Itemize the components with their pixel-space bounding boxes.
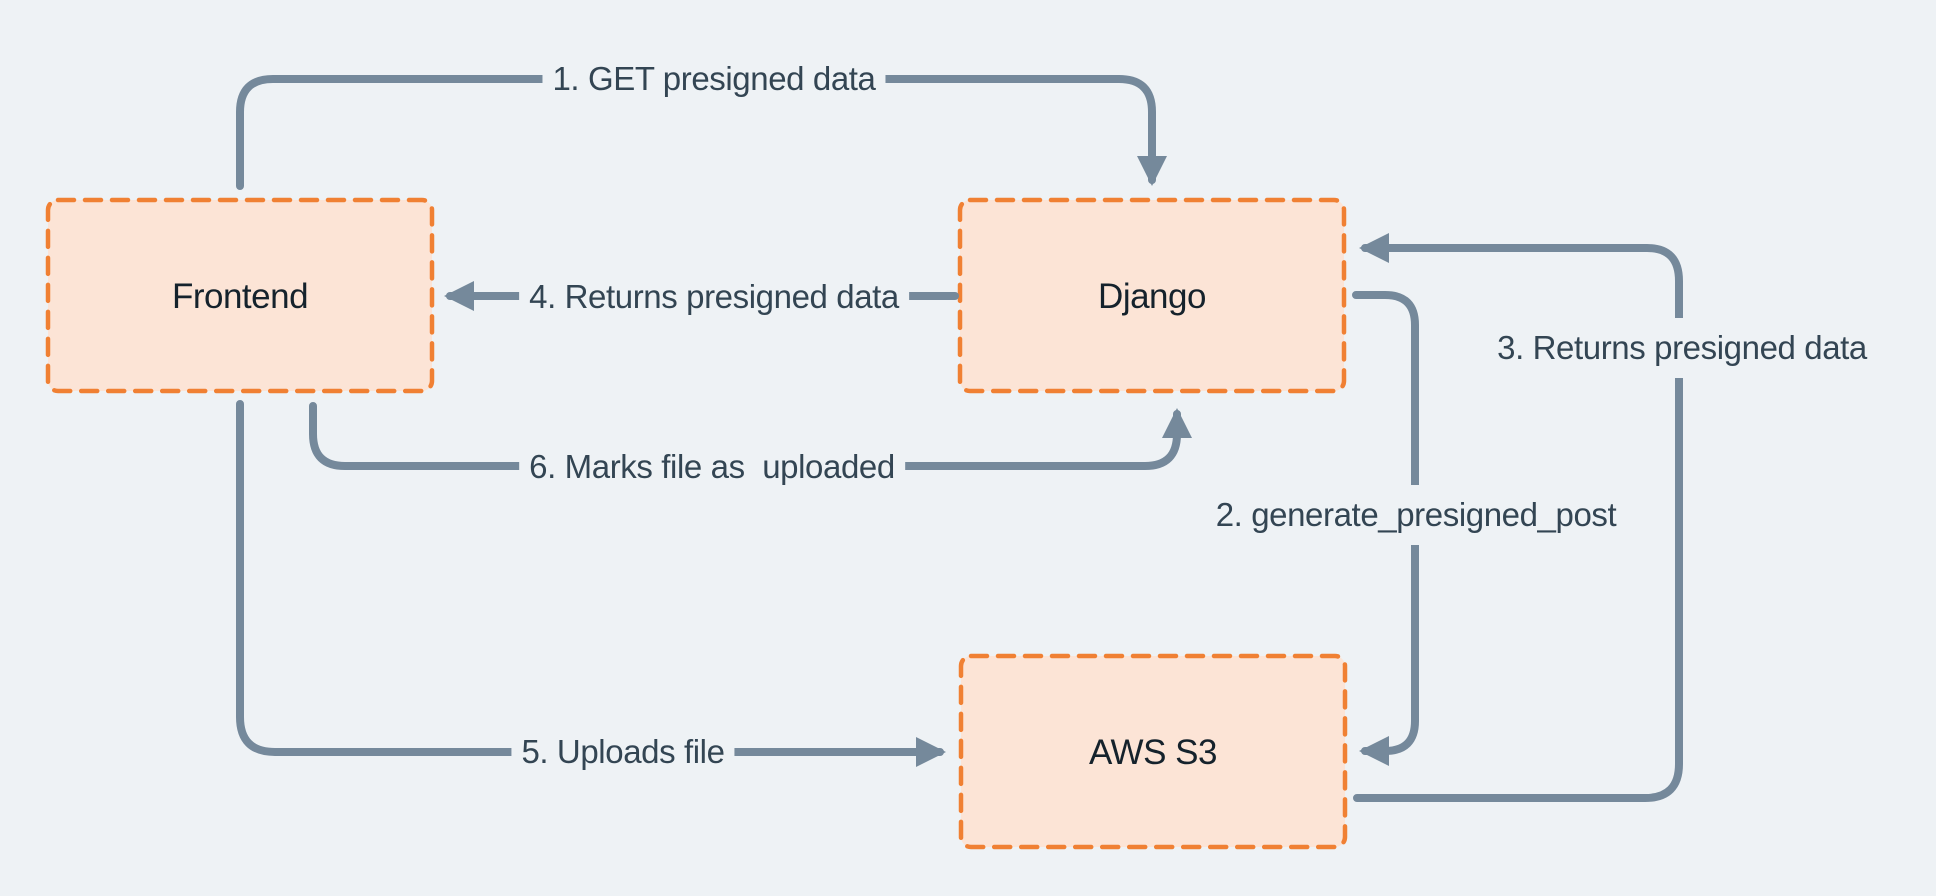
edge-label-2-generate-presigned-post: 2. generate_presigned_post — [1207, 485, 1625, 545]
frontend-node-box — [45, 197, 435, 394]
edge-label-4-returns-presigned-data: 4. Returns presigned data — [519, 276, 909, 318]
edge-5-uploads-file-arrow — [236, 400, 946, 767]
edge-3-returns-presigned-data-arrow — [1353, 233, 1683, 802]
edge-label-5-uploads-file: 5. Uploads file — [511, 731, 735, 773]
edge-label-1-get-presigned-data: 1. GET presigned data — [542, 58, 886, 100]
django-node-box — [957, 197, 1347, 394]
node-label-aws-s3: AWS S3 — [1089, 733, 1217, 772]
edge-label-6-marks-file-uploaded: 6. Marks file as uploaded — [519, 446, 905, 488]
node-label-frontend: Frontend — [171, 277, 309, 316]
edge-label-3-returns-presigned-data: 3. Returns presigned data — [1489, 318, 1875, 378]
aws-s3-node-box — [958, 653, 1348, 850]
node-label-django: Django — [1098, 277, 1206, 316]
